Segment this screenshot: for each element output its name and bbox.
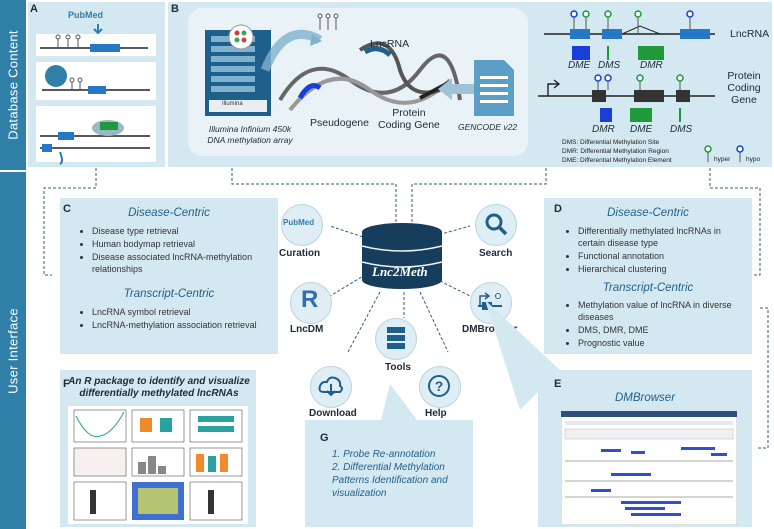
panel-e-title: DMBrowser bbox=[614, 392, 676, 404]
gencode-document-icon bbox=[474, 60, 514, 116]
panel-d-label: D bbox=[554, 203, 562, 215]
genome-dna-illustration bbox=[260, 13, 462, 112]
definition-dme: DME: Differential Methylation Element bbox=[562, 157, 672, 164]
lncdm-label: LncDM bbox=[290, 324, 324, 335]
help-icon: ? bbox=[428, 375, 450, 397]
panel-e-label: E bbox=[554, 378, 562, 390]
region-dmr-top: DMR bbox=[640, 60, 663, 71]
array-beads-icon bbox=[228, 24, 254, 50]
region-dms-bottom: DMS bbox=[670, 124, 693, 135]
dmbrowser-label: DMBrowser bbox=[462, 324, 518, 335]
legend-hypo: hypo bbox=[746, 156, 761, 163]
gencode-label: GENCODE v22 bbox=[458, 122, 518, 132]
protein-coding-line1: Protein bbox=[392, 107, 426, 119]
region-dmr-bottom: DMR bbox=[592, 124, 615, 135]
gencode-arrow bbox=[438, 78, 474, 100]
list-item: Methylation value of lncRNA in diverse d… bbox=[578, 299, 748, 323]
database-name: Lnc2Meth bbox=[372, 264, 428, 279]
region-dme-bottom: DME bbox=[630, 124, 653, 135]
list-item: Functional annotation bbox=[578, 250, 748, 262]
search-icon bbox=[485, 213, 508, 236]
hyper-marker-icon bbox=[704, 145, 712, 162]
panel-d-heading-transcript: Transcript-Centric bbox=[602, 282, 694, 294]
lncdm-plots-thumbnail bbox=[68, 406, 248, 524]
sidebar-user-interface: User Interface bbox=[0, 172, 26, 529]
list-item: 2. Differential Methylation bbox=[332, 462, 445, 473]
panel-c bbox=[60, 198, 278, 354]
list-item: DMS, DMR, DME bbox=[578, 324, 748, 336]
panel-d bbox=[544, 198, 752, 354]
list-item: visualization bbox=[332, 488, 387, 499]
dmbrowser-screenshot-thumbnail bbox=[561, 411, 737, 525]
pseudogene-label: Pseudogene bbox=[310, 117, 369, 129]
protein-coding-line2: Coding Gene bbox=[378, 119, 440, 131]
panel-g-label: G bbox=[320, 432, 329, 444]
panel-a-label: A bbox=[30, 3, 38, 15]
right-protein-coding-line2: Coding Gene bbox=[727, 82, 761, 106]
pubmed-glyph-icon: PubMed bbox=[283, 218, 315, 227]
right-protein-coding-label: Protein Coding Gene bbox=[714, 70, 774, 106]
region-definitions: DMS: Differential Methylation Site DMR: … bbox=[562, 138, 672, 165]
list-item: Prognostic value bbox=[578, 337, 748, 349]
panel-b-label: B bbox=[171, 3, 179, 15]
list-item: LncRNA symbol retrieval bbox=[92, 306, 272, 318]
list-item: LncRNA-methylation association retrieval bbox=[92, 319, 272, 331]
curation-label: Curation bbox=[279, 248, 321, 259]
definition-dms: DMS: Differential Methylation Site bbox=[562, 139, 660, 146]
list-item: Patterns Identification and bbox=[332, 475, 448, 486]
tools-server-icon bbox=[387, 327, 405, 349]
list-item: 1. Probe Re-annotation bbox=[332, 449, 436, 460]
panel-f-title: An R package to identify and visualize d… bbox=[66, 376, 252, 400]
panel-c-transcript-list: LncRNA symbol retrieval LncRNA-methylati… bbox=[78, 306, 272, 332]
panel-c-heading-transcript: Transcript-Centric bbox=[123, 288, 215, 300]
illumina-caption-line2: DNA methylation array bbox=[207, 135, 293, 145]
panel-c-disease-list: Disease type retrieval Human bodymap ret… bbox=[78, 225, 288, 276]
protein-coding-label: Protein Coding Gene bbox=[378, 107, 440, 131]
right-lncrna-label: LncRNA bbox=[730, 28, 770, 40]
panel-f-title-line1: An R package to identify and visualize bbox=[68, 376, 250, 387]
panel-g-pointer bbox=[380, 384, 420, 424]
legend-hyper: hyper bbox=[714, 156, 731, 163]
panel-a-illustration: PubMed bbox=[36, 10, 156, 165]
cloud-download-icon bbox=[318, 376, 343, 397]
tools-label: Tools bbox=[385, 362, 411, 373]
search-button[interactable] bbox=[475, 204, 517, 246]
panel-g bbox=[305, 420, 473, 527]
list-item: Human bodymap retrieval bbox=[92, 238, 288, 250]
panel-g-list: 1. Probe Re-annotation 2. Differential M… bbox=[332, 448, 472, 500]
panel-d-disease-list: Differentially methylated lncRNAs in cer… bbox=[564, 225, 748, 276]
r-logo-icon: R bbox=[301, 286, 319, 313]
panel-c-heading-disease: Disease-Centric bbox=[128, 207, 210, 219]
list-item: Differentially methylated lncRNAs in cer… bbox=[578, 225, 748, 249]
list-item: Disease type retrieval bbox=[92, 225, 288, 237]
svg-text:PubMed: PubMed bbox=[68, 10, 103, 20]
database-icon bbox=[361, 223, 443, 289]
region-dme-top: DME bbox=[568, 60, 591, 71]
list-item: Disease associated lncRNA-methylation re… bbox=[92, 251, 288, 275]
search-label: Search bbox=[479, 248, 513, 259]
curation-button[interactable] bbox=[281, 204, 323, 246]
list-item: Hierarchical clustering bbox=[578, 263, 748, 275]
download-label: Download bbox=[309, 408, 357, 419]
gene-structure-diagram bbox=[538, 10, 715, 122]
sidebar-database-content: Database Content bbox=[0, 0, 26, 170]
panel-f-label: F bbox=[63, 378, 70, 390]
illumina-caption: Illumina Infinium 450k DNA methylation a… bbox=[190, 124, 310, 146]
illumina-chip-label: Illumina bbox=[222, 101, 243, 107]
hypo-marker-icon bbox=[736, 145, 744, 162]
region-dms-top: DMS bbox=[598, 60, 621, 71]
right-protein-coding-line1: Protein bbox=[727, 70, 761, 82]
panel-d-heading-disease: Disease-Centric bbox=[607, 207, 689, 219]
lncdm-button[interactable] bbox=[290, 282, 332, 324]
tools-button[interactable] bbox=[375, 318, 417, 360]
lncrna-label: LncRNA bbox=[370, 38, 410, 50]
definition-dmr: DMR: Differential Methylation Region bbox=[562, 148, 669, 155]
illumina-caption-line1: Illumina Infinium 450k bbox=[208, 124, 292, 134]
help-button[interactable] bbox=[419, 366, 461, 408]
panel-d-transcript-list: Methylation value of lncRNA in diverse d… bbox=[564, 299, 748, 350]
help-label: Help bbox=[425, 408, 447, 419]
svg-text:?: ? bbox=[435, 378, 444, 394]
panel-c-label: C bbox=[63, 203, 71, 215]
panel-f-title-line2: differentially methylated lncRNAs bbox=[79, 388, 239, 399]
